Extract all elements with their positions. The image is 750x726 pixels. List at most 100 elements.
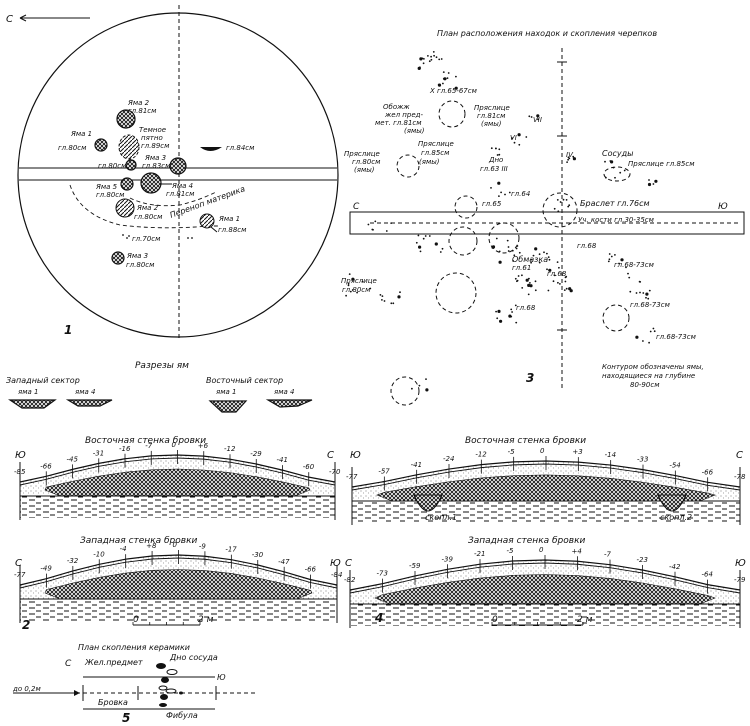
pit-sections-title: Разрезы ям	[135, 361, 189, 371]
west-pit-4-label: яма 4	[75, 388, 95, 396]
sherd-dot	[559, 283, 561, 285]
sherd-dot	[557, 281, 559, 284]
iron-object-label: Жел.предмет	[84, 658, 143, 667]
sherd-dot	[428, 235, 431, 237]
sherd-dot	[647, 297, 650, 300]
profile-2-east-right: С	[327, 450, 334, 461]
sherd-dot	[498, 195, 500, 198]
sherd-dots	[345, 51, 658, 392]
pit-3-upper	[169, 157, 187, 175]
elevation-label: -23	[637, 556, 648, 564]
sherd-dot	[609, 160, 612, 162]
sherd-dot	[418, 245, 422, 249]
cluster-2-label: скопл.2	[660, 513, 692, 522]
figure-1-pit-plan: С Яма 2 гл.81см Темное пятно гл.89см Яма…	[6, 5, 339, 340]
pit-1-label: Яма 1	[70, 130, 92, 138]
sherd-dot	[627, 272, 629, 275]
dark-spot-label-2: пятно	[141, 134, 163, 142]
sherd-dot	[425, 378, 427, 380]
sherd-dot	[442, 82, 444, 85]
sherd-dot	[516, 279, 519, 282]
sherd-dot	[534, 247, 538, 251]
sherd-dot	[529, 282, 531, 284]
elevation-label: +6	[198, 442, 209, 450]
sherd-dot	[495, 237, 498, 240]
sherd-dot	[499, 319, 503, 323]
spindle-80-pit-label: Пряслице	[344, 150, 380, 158]
spindle-81-label: Пряслице	[474, 104, 510, 112]
spindle-85-label: Пряслице гл.85см	[628, 160, 695, 168]
spindle-80-pit-note: (ямы)	[354, 166, 375, 174]
sherd-dot	[648, 341, 650, 344]
scale-2-start: 0	[133, 615, 139, 625]
elevation-label: -59	[409, 562, 421, 570]
elevation-label: -7	[604, 551, 612, 559]
scale-2-end: 2 м	[198, 615, 214, 625]
sherd-dot	[424, 235, 427, 237]
elevation-label: -33	[637, 456, 648, 464]
iron-object-label-2: жел пред-	[384, 111, 423, 119]
elevation-label: 0	[172, 441, 177, 449]
sherd-dot	[568, 204, 571, 207]
elevation-label: -57	[378, 468, 390, 476]
scale-4-end: 2 м	[577, 615, 593, 625]
sherd-dot	[515, 321, 518, 324]
elevation-label: -77	[14, 571, 26, 579]
sherd-dot	[511, 137, 513, 140]
sherd-dot	[348, 273, 351, 275]
figure-3-finds-plan: План расположения находок и скопления че…	[341, 29, 745, 406]
sherd-dot	[417, 234, 420, 237]
sherd-dot	[563, 289, 566, 291]
sherd-dot	[565, 275, 568, 278]
sherd-dot	[506, 239, 509, 242]
elevation-label: -82	[344, 576, 356, 584]
pit-2-lower	[115, 198, 135, 218]
sherd-dot	[620, 258, 624, 262]
elevation-label: -47	[278, 558, 290, 566]
baulk-label-left: С	[353, 202, 360, 212]
north-label: С	[6, 14, 13, 25]
sherd-dot	[497, 181, 501, 185]
elevation-label: -41	[277, 456, 288, 464]
sherd-dot	[537, 118, 539, 121]
pit-1-lower-depth: гл.88см	[218, 226, 247, 234]
sherd-dot	[557, 210, 560, 213]
profile-2-west-left: С	[15, 558, 22, 569]
sherd-dot	[515, 247, 518, 250]
sherd-dot	[649, 330, 652, 333]
elevation-label: -32	[67, 557, 79, 565]
section-east-pit-1	[208, 400, 248, 413]
distance-label: до 0,2м	[12, 685, 41, 693]
sherd-dot	[510, 308, 513, 311]
sherd-dot	[558, 266, 560, 269]
spindle-80-pit-depth: гл.80см	[352, 158, 381, 166]
dark-spot-label-1: Темное	[139, 126, 166, 134]
baulk-label: Бровка	[98, 698, 128, 707]
elevation-label: -45	[67, 455, 79, 463]
excavation-circle	[17, 12, 339, 338]
cluster-pit	[413, 494, 443, 512]
sherd-dot	[635, 292, 638, 294]
pit-1-depth: гл.80см	[58, 144, 87, 152]
cluster-1-label: скопл.1	[425, 513, 457, 522]
depth-64: гл.64	[511, 190, 530, 198]
sherd-dot	[392, 302, 395, 305]
sherd-dot	[369, 287, 372, 290]
elevation-label: -14	[605, 451, 616, 459]
legend-note-1: Контуром обозначены ямы,	[602, 363, 704, 371]
sherd-dot	[430, 55, 432, 58]
profile-2-east-title: Восточная стенка бровки	[85, 436, 206, 446]
elevation-label: -42	[669, 563, 681, 571]
sherd-dot	[345, 294, 347, 297]
sherd-dot	[514, 277, 517, 280]
find-depth: гл.84см	[226, 144, 255, 152]
sherd-dot	[652, 327, 655, 330]
sherd-dot	[422, 62, 425, 65]
section-east-pit-4	[265, 399, 313, 408]
elevation-label: -54	[669, 462, 680, 470]
profile-2-east-left: Ю	[15, 450, 26, 461]
sherd-dot	[547, 289, 550, 292]
